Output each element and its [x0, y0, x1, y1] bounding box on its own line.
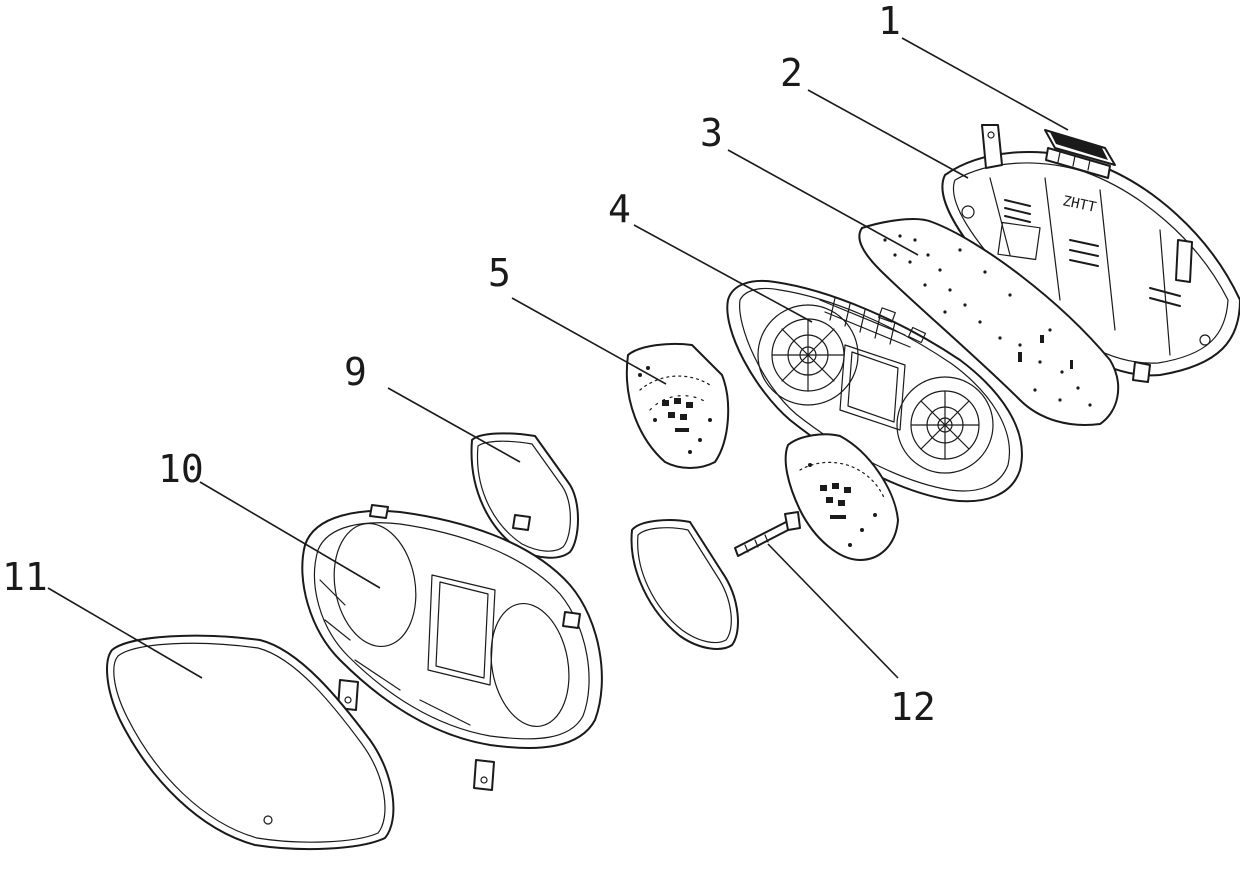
part-12-pointer-shaft	[735, 512, 800, 556]
callout-4: 4	[608, 187, 631, 231]
leader-2	[808, 90, 968, 178]
callout-3: 3	[700, 111, 723, 155]
callout-11: 11	[2, 555, 48, 599]
leader-12	[768, 544, 898, 678]
callout-5: 5	[488, 251, 511, 295]
leader-4	[634, 225, 812, 322]
mount-tab-right	[1176, 240, 1192, 282]
mount-tab-top	[982, 125, 1002, 168]
leader-1	[902, 38, 1068, 130]
leader-9	[388, 388, 520, 462]
lens-ring-lower	[632, 520, 738, 649]
leader-5	[512, 298, 666, 384]
leader-3	[728, 150, 918, 255]
bezel-tab-bottom-right	[474, 760, 494, 790]
callout-1: 1	[878, 0, 901, 43]
callout-9: 9	[344, 350, 367, 394]
callout-10: 10	[158, 447, 204, 491]
callout-12: 12	[890, 685, 936, 729]
callout-2: 2	[780, 51, 803, 95]
part-5-dial-face	[627, 344, 728, 468]
